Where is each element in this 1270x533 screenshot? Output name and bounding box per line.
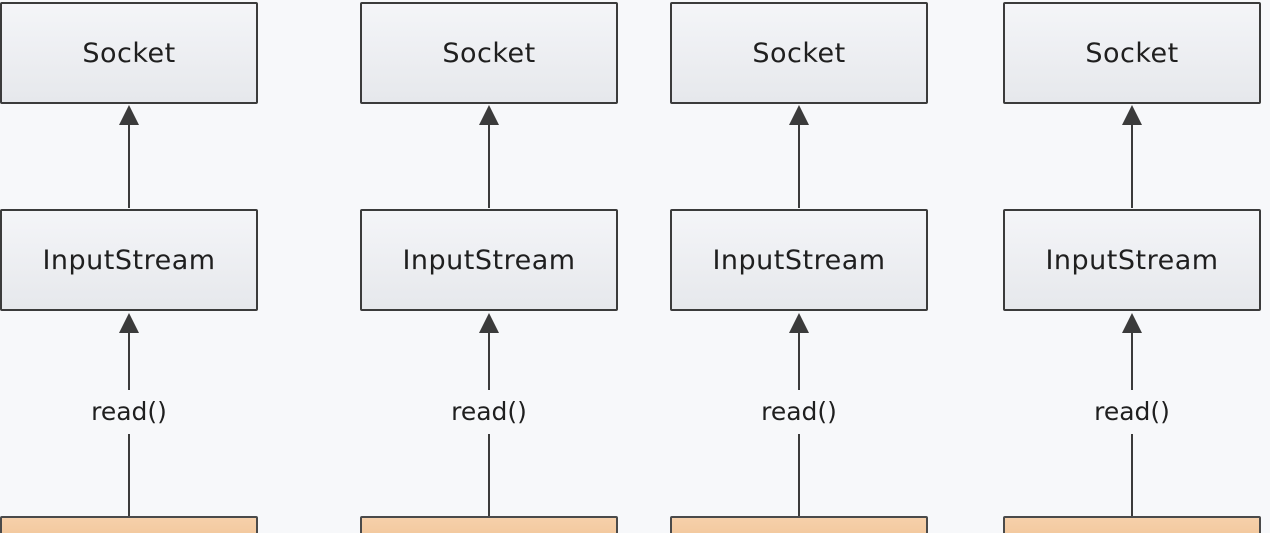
stream-column-2: Socket InputStream read()	[360, 0, 622, 533]
inputstream-box: InputStream	[670, 209, 928, 311]
connector-line	[128, 328, 130, 390]
connector-line	[488, 120, 490, 208]
read-call-label: read()	[1094, 397, 1170, 426]
arrow-up-icon	[1122, 313, 1142, 333]
connector-line	[488, 328, 490, 390]
connector-line	[1131, 434, 1133, 516]
inputstream-box: InputStream	[360, 209, 618, 311]
stream-column-4: Socket InputStream read()	[1003, 0, 1265, 533]
connector-line	[1131, 120, 1133, 208]
inputstream-label: InputStream	[712, 244, 886, 276]
socket-label: Socket	[82, 37, 176, 69]
connector-line	[488, 434, 490, 516]
arrow-up-icon	[479, 313, 499, 333]
stream-column-1: Socket InputStream read()	[0, 0, 262, 533]
inputstream-label: InputStream	[402, 244, 576, 276]
source-box	[670, 516, 928, 533]
socket-label: Socket	[752, 37, 846, 69]
connector-line	[128, 120, 130, 208]
arrow-up-icon	[789, 313, 809, 333]
socket-box: Socket	[360, 2, 618, 104]
read-call-label: read()	[761, 397, 837, 426]
socket-label: Socket	[442, 37, 536, 69]
inputstream-label: InputStream	[1045, 244, 1219, 276]
source-box	[360, 516, 618, 533]
arrow-up-icon	[119, 313, 139, 333]
source-box	[1003, 516, 1261, 533]
socket-label: Socket	[1085, 37, 1179, 69]
arrow-up-icon	[1122, 105, 1142, 125]
read-call-label: read()	[91, 397, 167, 426]
arrow-up-icon	[789, 105, 809, 125]
connector-line	[798, 434, 800, 516]
inputstream-label: InputStream	[42, 244, 216, 276]
connector-line	[128, 434, 130, 516]
connector-line	[798, 120, 800, 208]
arrow-up-icon	[479, 105, 499, 125]
source-box	[0, 516, 258, 533]
socket-box: Socket	[0, 2, 258, 104]
socket-box: Socket	[670, 2, 928, 104]
socket-box: Socket	[1003, 2, 1261, 104]
connector-line	[798, 328, 800, 390]
inputstream-box: InputStream	[1003, 209, 1261, 311]
inputstream-box: InputStream	[0, 209, 258, 311]
arrow-up-icon	[119, 105, 139, 125]
connector-line	[1131, 328, 1133, 390]
stream-column-3: Socket InputStream read()	[670, 0, 932, 533]
read-call-label: read()	[451, 397, 527, 426]
